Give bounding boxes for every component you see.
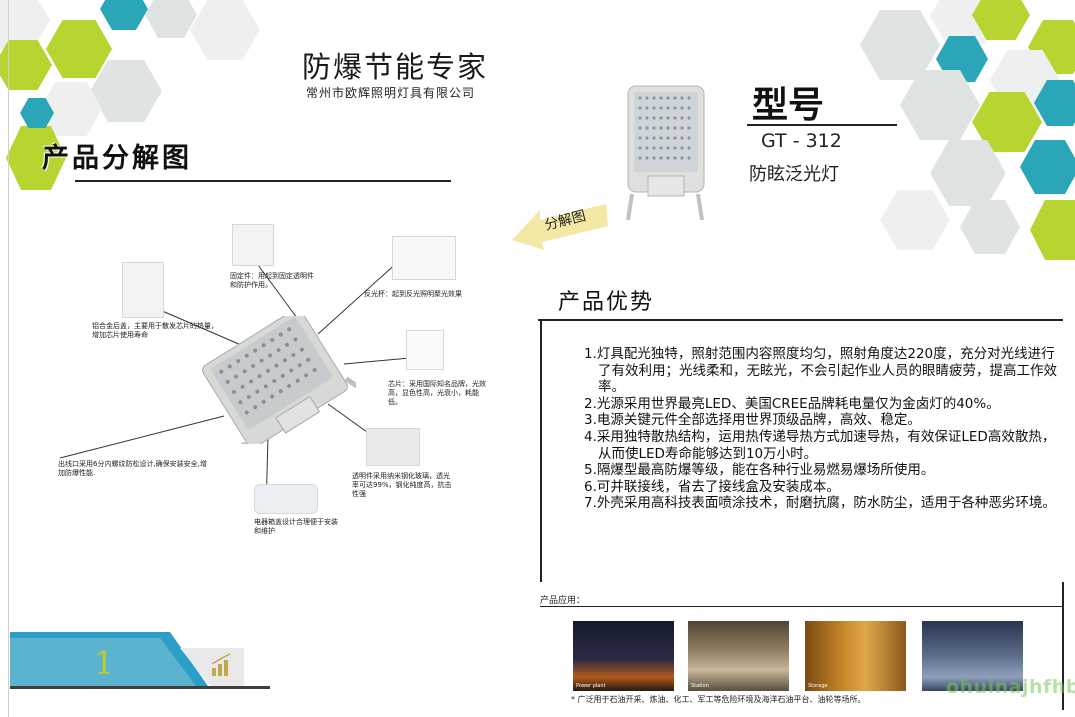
arrow-icon <box>512 204 608 250</box>
exploded-view-title: 产品分解图 <box>42 143 192 174</box>
callout-reflector: 反光杯：起到反光照明聚光效果 <box>364 290 462 298</box>
box-cover-part-image <box>254 484 318 514</box>
advantage-item: 2.光源采用世界最亮LED、美国CREE品牌耗电量仅为金卤灯的40%。 <box>584 395 1000 412</box>
brand-title: 防爆节能专家 <box>302 50 489 84</box>
advantage-item: 7.外壳采用高科技表面喷涂技术，耐磨抗腐，防水防尘，适用于各种恶劣环境。 <box>584 495 1056 512</box>
decomp-arrow-badge: 分解图 <box>510 196 610 252</box>
advantages-title: 产品优势 <box>558 290 655 315</box>
advantage-item: 1.灯具配光独特，照射范围内容照度均匀，照射角度达220度，充分对光线进行了有效… <box>584 346 1057 396</box>
applications-side-rule <box>1062 582 1064 710</box>
callout-back-cover: 铝合金后盖，主要用于散发芯片的热量，增加芯片使用寿命 <box>92 322 218 339</box>
application-photo-storage: Storage <box>805 621 906 691</box>
model-number: GT - 312 <box>761 130 842 152</box>
model-divider <box>747 124 897 126</box>
product-photo <box>626 85 705 221</box>
page-number: 1 <box>94 644 115 682</box>
photo-caption: Station <box>691 683 709 689</box>
applications-label: 产品应用： <box>540 596 586 606</box>
page-number-banner <box>10 632 244 686</box>
exploded-lamp-image <box>202 316 356 444</box>
footer-bar <box>10 686 270 689</box>
watermark: ohuinajhfhb.com <box>946 676 1075 698</box>
advantage-item: 6.可并联接线，省去了接线盒及安装成本。 <box>584 478 840 495</box>
callout-cable-inlet: 出线口采用6分内螺纹防松设计,确保安装安全,增加防爆性能. <box>58 460 207 477</box>
applications-note: * 广泛用于石油开采、炼油、化工、军工等危险环境及海洋石油平台、油轮等场所。 <box>571 695 866 704</box>
applications-divider <box>540 606 1062 607</box>
bar-chart-icon <box>211 653 231 676</box>
model-label: 型号 <box>752 85 825 126</box>
advantage-item: 4.采用独特散热结构，运用热传递导热方式加速导热，有效保证LED高效散热，从而使… <box>584 428 1056 462</box>
photo-caption: Storage <box>808 683 828 689</box>
photo-caption: Power plant <box>576 683 606 689</box>
reflector-part-image <box>392 236 456 280</box>
advantages-side-rule <box>540 320 542 582</box>
fixing-part-image <box>232 224 274 266</box>
page-left-border <box>8 0 9 717</box>
callout-glass: 透明件采用纳米钢化玻璃，透光率可达99%，钢化纯度高，抗击性强 <box>352 472 452 498</box>
advantage-item: 3.电源关键元件全部选择用世界顶级品牌，高效、稳定。 <box>584 412 921 429</box>
advantage-item: 5.隔爆型最高防爆等级，能在各种行业易燃易爆场所使用。 <box>584 462 935 479</box>
model-name: 防眩泛光灯 <box>749 164 839 185</box>
advantages-list: 1.灯具配光独特，照射范围内容照度均匀，照射角度达220度，充分对光线进行了有效… <box>584 346 1059 512</box>
glass-part-image <box>366 428 420 466</box>
callout-fixing: 固定件：用起到固定透明件和防护作用。 <box>230 272 314 289</box>
section-divider <box>75 180 451 182</box>
application-photo-power-plant: Power plant <box>573 621 674 691</box>
chip-part-image <box>406 330 444 370</box>
application-photo-station: Station <box>688 621 789 691</box>
callout-box-cover: 电器箱盖设计合理便于安装和维护 <box>254 518 338 535</box>
brand-subtitle: 常州市欧辉照明灯具有限公司 <box>306 86 476 100</box>
application-photo-factory <box>922 621 1023 691</box>
back-cover-part-image <box>122 262 164 318</box>
callout-chip: 芯片：采用国际知名品牌，光效高，显色性高，光衰小，耗能低。 <box>388 380 486 406</box>
advantages-divider <box>538 319 1063 321</box>
